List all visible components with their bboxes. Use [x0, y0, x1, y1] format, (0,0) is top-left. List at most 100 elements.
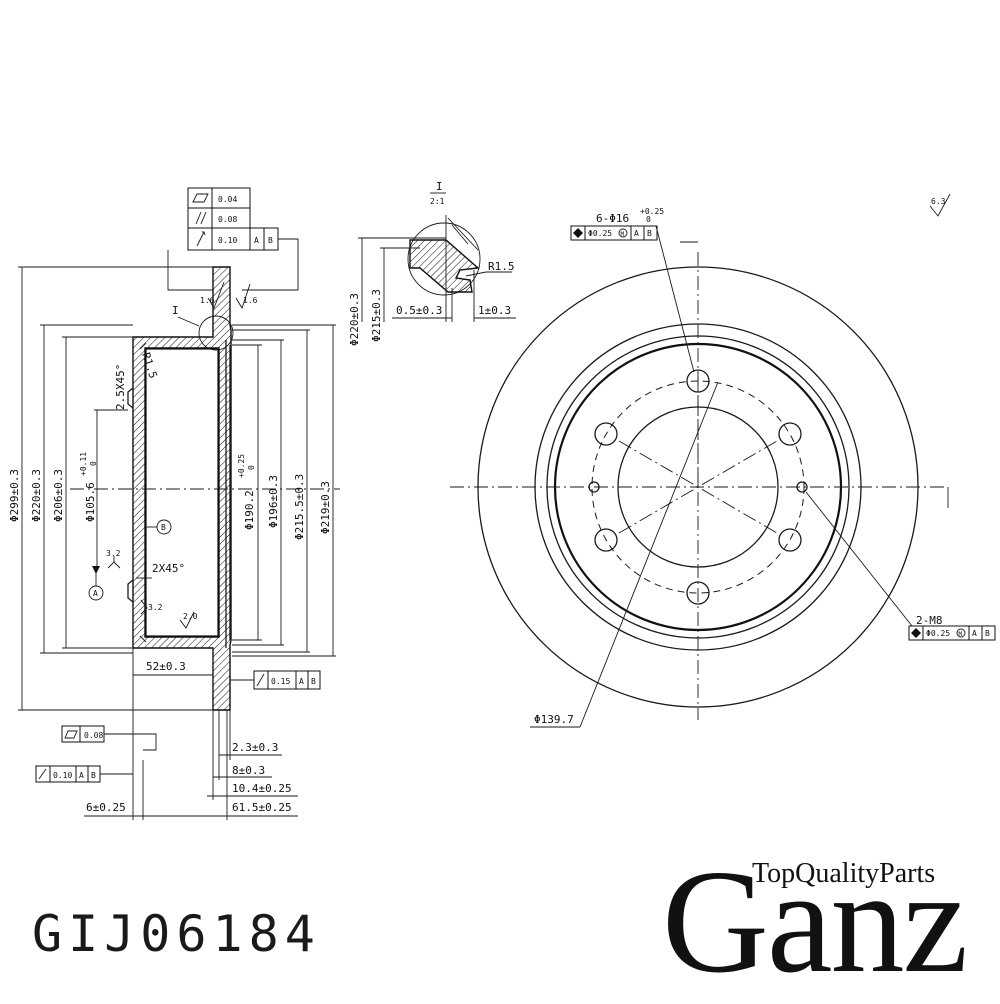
pcd-label: Φ139.7 [534, 713, 574, 726]
chamfer-label: 2X45° [152, 562, 185, 575]
bolt-hole [686, 581, 710, 605]
roughness-icon: 3.2 [140, 599, 163, 615]
runout-icon [38, 768, 47, 780]
diameter-dimensions-left: Φ299±0.3 Φ220±0.3 Φ206±0.3 Φ105.6 +0.11 … [8, 266, 213, 711]
svg-text:3.2: 3.2 [148, 603, 163, 612]
tolerance-frame-runout-010: 0.10 A B [35, 765, 133, 783]
bolt-hole [594, 528, 618, 552]
runout-icon [256, 673, 265, 687]
dim-l52: 52±0.3 [146, 660, 186, 673]
dim-l615: 61.5±0.25 [232, 801, 292, 814]
datum-a: A [93, 589, 98, 598]
dim-d299: Φ299±0.3 [8, 469, 21, 522]
svg-text:B: B [985, 629, 990, 638]
runout-icon [196, 231, 206, 247]
detail-label: I [436, 180, 443, 193]
dim-l6: 6±0.25 [86, 801, 126, 814]
tolerance-frame-flatness-008: 0.08 [61, 725, 157, 751]
svg-text:0.08: 0.08 [84, 731, 103, 740]
detail-circle [198, 315, 234, 351]
pcd-callout: Φ139.7 [530, 381, 719, 728]
svg-text:A: A [79, 771, 84, 780]
flatness-icon [64, 730, 78, 739]
datum-ref: B [268, 236, 273, 245]
dim-l8: 8±0.3 [232, 764, 265, 777]
flatness-icon [192, 193, 209, 203]
roughness-icon: 6.3 [929, 193, 951, 217]
svg-text:A: A [299, 677, 304, 686]
detail-scale: 2:1 [430, 197, 445, 206]
dim-d220: Φ220±0.3 [30, 469, 43, 522]
datum-ref: A [254, 236, 259, 245]
roughness-icon: 2.0 [179, 611, 198, 629]
position-icon [573, 228, 583, 238]
dim-d219: Φ219±0.3 [319, 481, 332, 534]
dim-d190-tol-low: 0 [247, 465, 256, 470]
parallelism-icon [195, 211, 207, 225]
roughness-icon: 3.2 [106, 549, 121, 569]
datum-b: B [161, 523, 166, 532]
dim-l104: 10.4±0.25 [232, 782, 292, 795]
tolerance-frame-stack: 0.04 0.08 0.10 A B [167, 187, 299, 291]
dim-d206: Φ206±0.3 [52, 469, 65, 522]
tolerance-frame-runout-015: 0.15 A B [230, 670, 321, 690]
frame-value: 0.08 [218, 215, 237, 224]
holes-callout: 6-Φ16 +0.25 0 Φ0.25 M A B [570, 207, 695, 373]
detail-d215: Φ215±0.3 [370, 289, 383, 342]
dim-d196: Φ196±0.3 [267, 475, 280, 528]
dim-d215: Φ215.5±0.3 [293, 474, 306, 540]
chamfer-label: 2.5X45° [114, 364, 127, 410]
radial-centerlines [618, 370, 778, 534]
bolt-hole [686, 369, 710, 393]
dim-l23: 2.3±0.3 [232, 741, 278, 754]
svg-text:1.6: 1.6 [243, 296, 258, 305]
dim-d105-tol-low: 0 [89, 461, 98, 466]
roughness-icon: 1.6 [200, 281, 225, 310]
dim-d105: Φ105.6 [84, 482, 97, 522]
detail-view: I 2:1 Φ220±0.3 Φ215±0.3 0.5±0.3 1±0.3 R1… [348, 180, 516, 346]
svg-text:Φ0.25: Φ0.25 [588, 229, 612, 238]
thread-label: 2-M8 [916, 614, 943, 627]
detail-radius: R1.5 [488, 260, 515, 273]
svg-text:B: B [647, 229, 652, 238]
dim-d190-tol: +0.25 [237, 454, 246, 478]
bolt-hole [594, 422, 618, 446]
bolt-hole [778, 422, 802, 446]
svg-text:Φ0.25: Φ0.25 [926, 629, 950, 638]
thread-hole [588, 481, 600, 493]
svg-text:A: A [634, 229, 639, 238]
section-view: 0.04 0.08 0.10 A B I 1.6 [8, 187, 340, 820]
svg-text:0.10: 0.10 [53, 771, 72, 780]
holes-label: 6-Φ16 [596, 212, 629, 225]
svg-text:M: M [959, 631, 963, 638]
brand-logo: Ganz [662, 840, 968, 1004]
bolt-holes [588, 369, 808, 605]
svg-text:3.2: 3.2 [106, 549, 121, 558]
svg-text:0.15: 0.15 [271, 677, 290, 686]
diameter-dimensions-right: Φ190.2 +0.25 0 Φ196±0.3 Φ215.5±0.3 Φ219±… [232, 324, 336, 657]
frame-value: 0.10 [218, 236, 237, 245]
thread-hole [796, 481, 808, 493]
svg-text:A: A [972, 629, 977, 638]
svg-text:6.3: 6.3 [931, 197, 946, 206]
detail-d220: Φ220±0.3 [348, 293, 361, 346]
svg-text:B: B [311, 677, 316, 686]
svg-text:1.6: 1.6 [200, 296, 215, 305]
disc-section-profile [127, 266, 232, 711]
detail-w05: 0.5±0.3 [396, 304, 442, 317]
dim-d190: Φ190.2 [243, 490, 256, 530]
holes-tol-up: +0.25 [640, 207, 664, 216]
length-dimensions: 52±0.3 2.3±0.3 8±0.3 10.4±0.25 61.5±0.25… [84, 648, 298, 820]
brand-tagline: TopQualityParts [752, 858, 936, 889]
svg-text:2.0: 2.0 [183, 612, 198, 621]
bolt-hole [778, 528, 802, 552]
detail-w1: 1±0.3 [478, 304, 511, 317]
roughness-icon: 1.6 [235, 283, 258, 310]
dim-d105-tol: +0.11 [79, 452, 88, 476]
thread-callout: 2-M8 Φ0.25 M A B [805, 491, 996, 641]
frame-value: 0.04 [218, 195, 237, 204]
svg-text:B: B [91, 771, 96, 780]
detail-marker: I [172, 304, 179, 317]
front-view: 6.3 6-Φ16 +0.25 0 Φ0.25 M A B 2-M8 [450, 193, 996, 728]
